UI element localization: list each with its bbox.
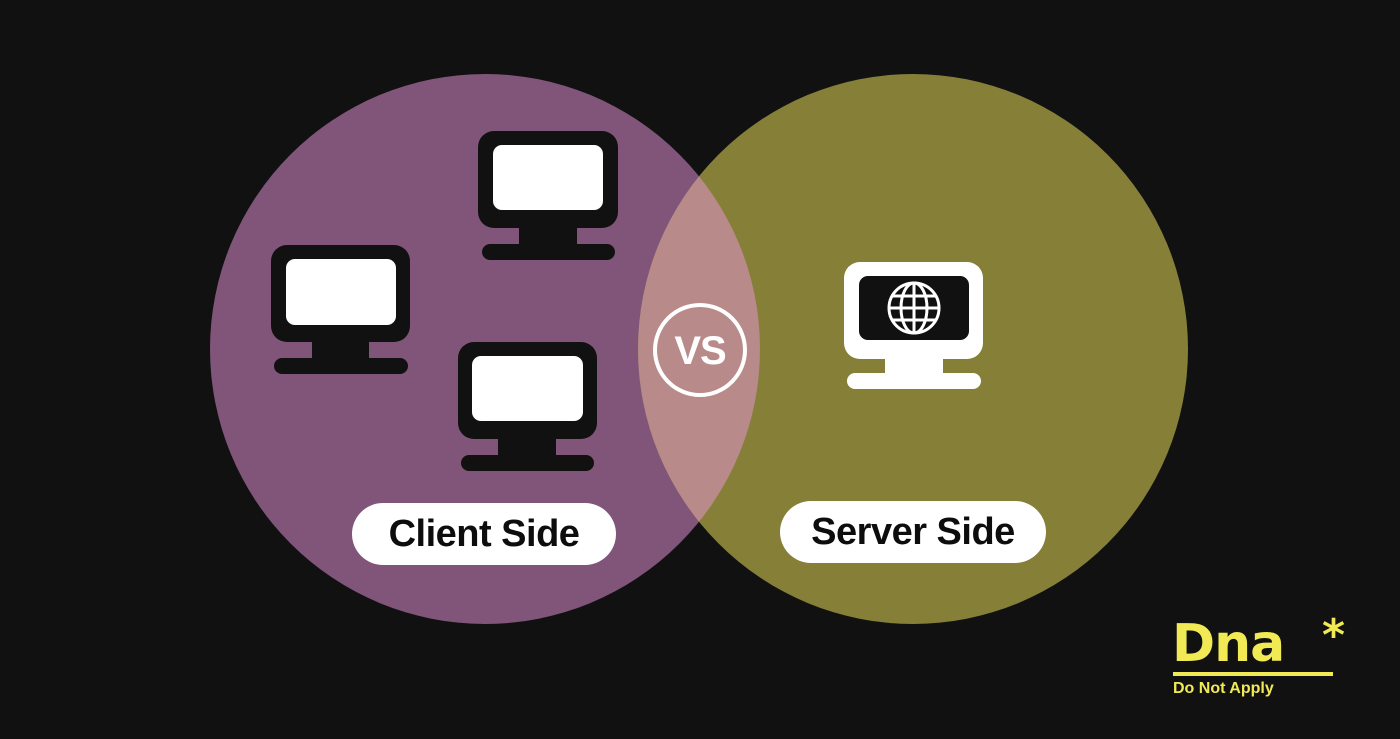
monitor-icon	[458, 342, 597, 471]
vs-badge: VS	[653, 303, 747, 397]
globe-icon	[887, 281, 941, 335]
logo-tagline: Do Not Apply	[1173, 680, 1274, 697]
monitor-icon	[271, 245, 410, 374]
logo-underline	[1173, 672, 1333, 676]
vs-label: VS	[674, 329, 726, 373]
dna-logo: Dna * Do Not Apply	[1172, 614, 1362, 708]
monitor-globe-icon	[844, 262, 983, 389]
logo-wordmark: Dna	[1172, 614, 1285, 674]
server-side-label: Server Side	[780, 501, 1046, 563]
asterisk-icon: *	[1322, 610, 1346, 661]
monitor-icon	[478, 131, 618, 260]
client-side-text: Client Side	[388, 512, 580, 555]
server-side-text: Server Side	[811, 510, 1015, 553]
client-side-label: Client Side	[352, 503, 616, 565]
